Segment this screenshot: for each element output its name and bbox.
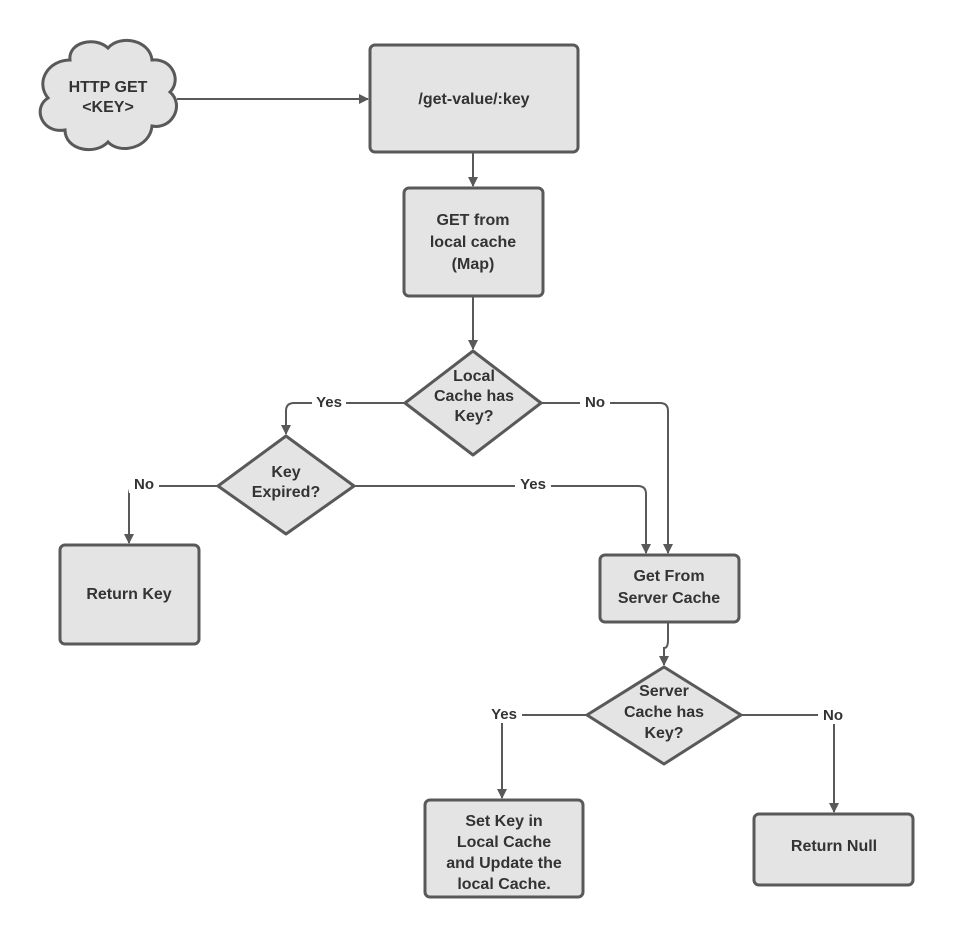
decision-local-line-1: Local [453, 368, 495, 385]
label-bg [486, 705, 522, 723]
edge-get-server-to-decision [659, 622, 669, 666]
label-bg [312, 393, 346, 411]
decision-local-cache-has-key: Local Cache has Key? [403, 349, 543, 457]
label-bg [580, 393, 610, 411]
node-endpoint: /get-value/:key [368, 43, 580, 154]
decision-expired-line-2: Expired? [252, 484, 320, 501]
node-return-key: Return Key [58, 543, 201, 646]
node-return-null-label: Return Null [791, 838, 877, 855]
node-return-key-label: Return Key [86, 586, 171, 603]
decision-local-line-2: Cache has [434, 388, 514, 405]
node-get-local-line-2: local cache [430, 234, 516, 251]
decision-server-cache-has-key: Server Cache has Key? [585, 665, 743, 766]
node-set-key-line-3: and Update the [446, 855, 562, 872]
edge-label-expired-yes: Yes [520, 476, 546, 493]
decision-expired-line-1: Key [271, 464, 300, 481]
edge-label-local-no: No [585, 394, 605, 411]
decision-server-line-1: Server [639, 683, 689, 700]
node-get-local-line-3: (Map) [452, 256, 495, 273]
label-bg [515, 475, 551, 493]
node-get-server-line-2: Server Cache [618, 590, 720, 607]
node-get-server-cache: Get From Server Cache [598, 553, 741, 624]
edge-label-expired-no: No [134, 476, 154, 493]
edge-server-no [741, 714, 839, 813]
edge-expired-no [124, 485, 218, 544]
edge-label-server-no: No [823, 707, 843, 724]
edge-label-server-yes: Yes [491, 706, 517, 723]
label-bg [129, 475, 159, 493]
node-return-null: Return Null [752, 812, 915, 887]
node-http-get-cloud: HTTP GET <KEY> [38, 38, 178, 152]
decision-server-line-3: Key? [644, 725, 683, 742]
node-set-key-line-1: Set Key in [465, 813, 542, 830]
decision-key-expired: Key Expired? [216, 434, 356, 536]
cloud-shape [38, 38, 178, 152]
node-endpoint-label: /get-value/:key [418, 91, 529, 108]
node-http-get-line-1: HTTP GET [69, 79, 148, 96]
edge-local-no [541, 402, 673, 554]
label-bg [818, 706, 848, 724]
node-get-server-line-1: Get From [633, 568, 704, 585]
node-get-local-line-1: GET from [437, 212, 510, 229]
edge-local-yes [281, 402, 405, 435]
decision-local-line-3: Key? [454, 408, 493, 425]
decision-server-line-2: Cache has [624, 704, 704, 721]
edge-server-yes [497, 714, 587, 799]
node-get-local-cache: GET from local cache (Map) [402, 186, 545, 298]
node-set-key-local-cache: Set Key in Local Cache and Update the lo… [423, 798, 585, 899]
node-set-key-line-4: local Cache. [457, 876, 550, 893]
node-http-get-line-2: <KEY> [82, 99, 134, 116]
edge-label-local-yes: Yes [316, 394, 342, 411]
node-set-key-line-2: Local Cache [457, 834, 551, 851]
edge-expired-yes [354, 485, 651, 554]
